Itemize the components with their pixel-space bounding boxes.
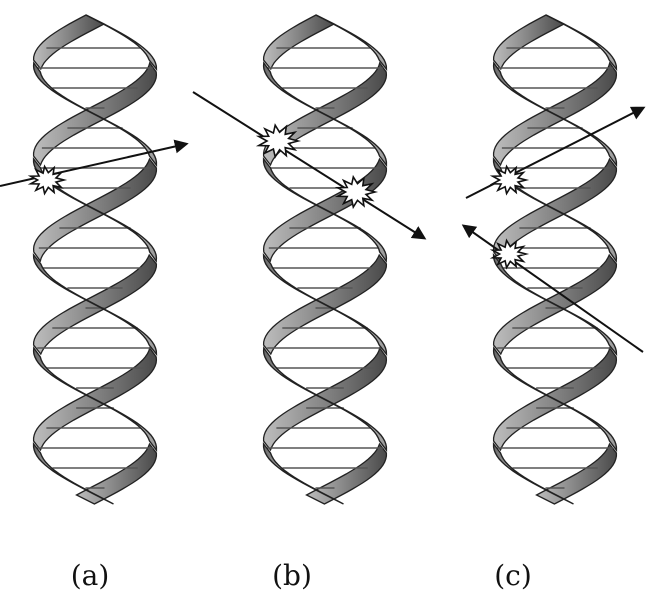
helix-strand-front [492, 346, 618, 453]
radiation-track-arrow-b [192, 91, 427, 240]
helix-strand-front [262, 441, 344, 505]
helix-a [32, 14, 158, 505]
helix-strand-front [492, 252, 618, 357]
damage-starburst-icon [489, 238, 530, 270]
helix-strand-front [262, 346, 388, 453]
helix-strand-back [492, 14, 566, 71]
helix-strand-front [262, 252, 388, 357]
helix-strand-front [492, 156, 618, 263]
helix-strand-front [32, 441, 114, 505]
helix-strand-back [305, 442, 388, 505]
helix-strand-front [262, 156, 388, 263]
helix-strand-front [32, 156, 158, 263]
panel-label-a: (a) [70, 559, 110, 592]
helix-strand-front [492, 61, 618, 168]
helix-strand-front [315, 14, 388, 72]
helix-strand-back [32, 14, 106, 71]
helix-strand-front [32, 61, 158, 168]
panel-label-b: (b) [272, 559, 312, 592]
damage-starburst-icon [334, 174, 379, 210]
helix-strand-front [492, 441, 574, 505]
helix-strand-back [535, 442, 618, 505]
helix-strand-front [32, 252, 158, 357]
helix-c [492, 14, 618, 505]
damage-starburst-icon [489, 164, 530, 196]
radiation-track-arrow-a [0, 139, 189, 187]
helix-strand-back [262, 14, 336, 71]
radiation-track-arrow-c2 [461, 224, 644, 353]
helix-strand-front [262, 61, 388, 168]
helix-strand-front [545, 14, 618, 72]
damage-starburst-icon [255, 123, 302, 159]
panel-label-c: (c) [494, 559, 532, 592]
helix-strand-front [32, 346, 158, 453]
helix-strand-front [85, 14, 158, 72]
helix-strand-back [75, 442, 158, 505]
damage-starburst-icon [27, 164, 68, 196]
helix-b [262, 14, 388, 505]
